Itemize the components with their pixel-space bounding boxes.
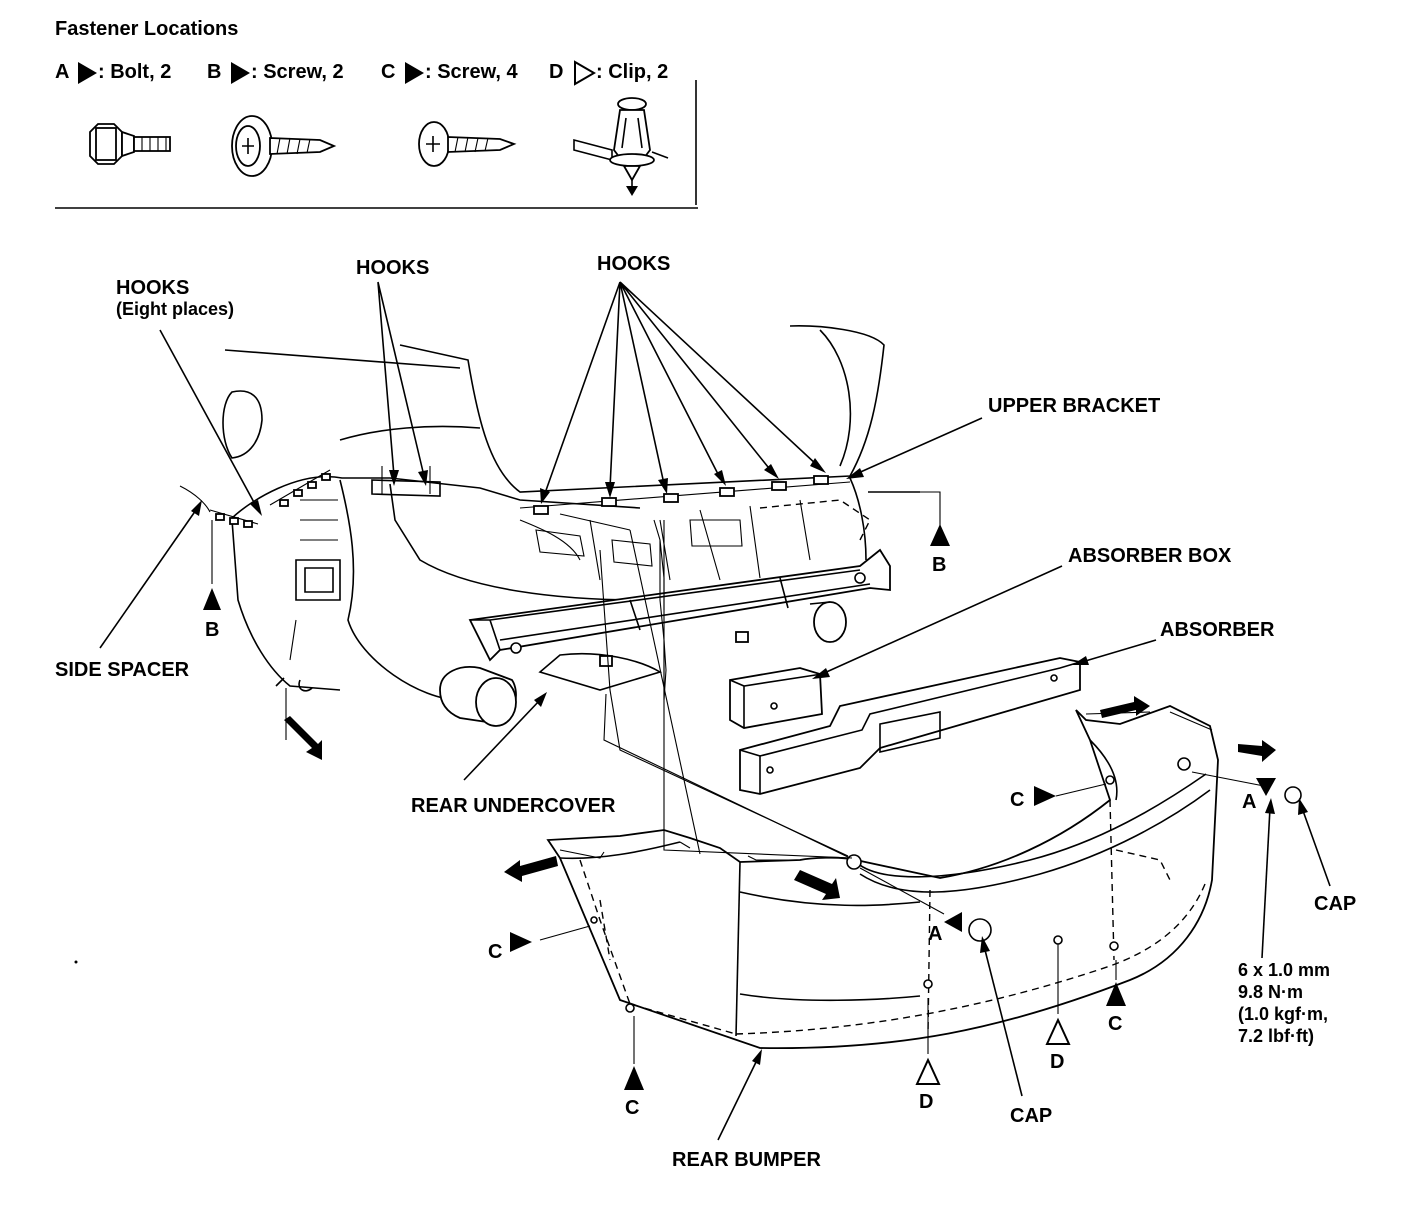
torque-line-1: 6 x 1.0 mm [1238, 960, 1330, 980]
label-hooks-b: HOOKS [597, 253, 670, 275]
legend-desc-d: : Clip, 2 [596, 61, 668, 83]
marker-c-left-icon [510, 932, 532, 952]
legend-desc-c: : Screw, 4 [425, 61, 519, 83]
marker-c-right-upper-icon [1034, 786, 1056, 806]
screw-c-icon [418, 121, 517, 167]
callout-d-center: D [919, 1091, 933, 1113]
callout-b-left: B [205, 619, 219, 641]
legend-desc-a: : Bolt, 2 [98, 61, 171, 83]
screw-b-icon [231, 115, 337, 177]
arrow-down-left-icon [284, 716, 322, 760]
label-hooks-side-note: (Eight places) [116, 299, 234, 319]
arrow-right-upper-icon [1100, 696, 1150, 718]
removal-direction-arrows [284, 696, 1276, 900]
vehicle-rear-body [209, 325, 920, 727]
torque-line-2: 9.8 N·m [1238, 982, 1303, 1002]
rear-bumper-part [546, 705, 1219, 1050]
label-hooks-a: HOOKS [356, 257, 429, 279]
arrow-down-right-icon [794, 870, 840, 900]
legend-letter-d: D [549, 61, 563, 83]
label-upper-bracket: UPPER BRACKET [988, 395, 1160, 417]
torque-line-3: (1.0 kgf·m, [1238, 1004, 1328, 1024]
label-rear-undercover: REAR UNDERCOVER [411, 795, 616, 817]
callout-a-right: A [1242, 791, 1256, 813]
part-labels: HOOKS (Eight places) HOOKS HOOKS UPPER B… [55, 253, 1356, 1171]
leader-lines [99, 281, 1331, 1141]
label-cap-right: CAP [1314, 893, 1356, 915]
callout-c-bottom: C [625, 1097, 639, 1119]
absorber-box-part [729, 667, 823, 729]
legend-letter-c: C [381, 61, 395, 83]
label-cap-center: CAP [1010, 1105, 1052, 1127]
callout-d-right: D [1050, 1051, 1064, 1073]
legend-desc-b: : Screw, 2 [251, 61, 344, 83]
cap-center-icon [968, 918, 992, 942]
label-absorber-box: ABSORBER BOX [1068, 545, 1232, 567]
callout-b-right: B [932, 554, 946, 576]
label-absorber: ABSORBER [1160, 619, 1275, 641]
arrow-left-icon [504, 856, 558, 882]
marker-b-right-icon [930, 524, 950, 546]
callout-a-center: A [928, 923, 942, 945]
clip-icon [573, 97, 669, 196]
callout-c-right-lower: C [1108, 1013, 1122, 1035]
legend-letter-a: A [55, 61, 69, 83]
legend-marker-a-icon [78, 62, 97, 84]
legend-marker-b-icon [231, 62, 250, 84]
marker-a-right-icon [1256, 778, 1276, 796]
torque-line-4: 7.2 lbf·ft) [1238, 1026, 1314, 1046]
label-side-spacer: SIDE SPACER [55, 659, 190, 681]
marker-c-bottom-icon [624, 1066, 644, 1090]
callout-c-right-upper: C [1010, 789, 1024, 811]
legend-marker-c-icon [405, 62, 424, 84]
arrow-right-icon [1238, 740, 1276, 762]
marker-d-right-icon [1045, 1017, 1071, 1045]
torque-spec: 6 x 1.0 mm 9.8 N·m (1.0 kgf·m, 7.2 lbf·f… [1238, 960, 1330, 1046]
legend-marker-d-icon [574, 60, 596, 86]
callout-c-left: C [488, 941, 502, 963]
legend-title: Fastener Locations [55, 18, 238, 40]
fastener-legend: Fastener Locations A : Bolt, 2 B : Screw… [55, 18, 698, 209]
marker-d-center-icon [915, 1057, 941, 1085]
label-hooks-side: HOOKS [116, 277, 189, 299]
label-rear-bumper: REAR BUMPER [672, 1149, 821, 1171]
marker-a-center-icon [944, 912, 962, 932]
absorber-part [739, 657, 1081, 795]
marker-c-right-lower-icon [1106, 982, 1126, 1006]
callout-markers: B B C A C A C D D C [203, 524, 1276, 1119]
bolt-icon [89, 123, 171, 165]
cap-right-icon [1284, 786, 1302, 804]
marker-b-left-icon [203, 588, 221, 610]
legend-letter-b: B [207, 61, 221, 83]
